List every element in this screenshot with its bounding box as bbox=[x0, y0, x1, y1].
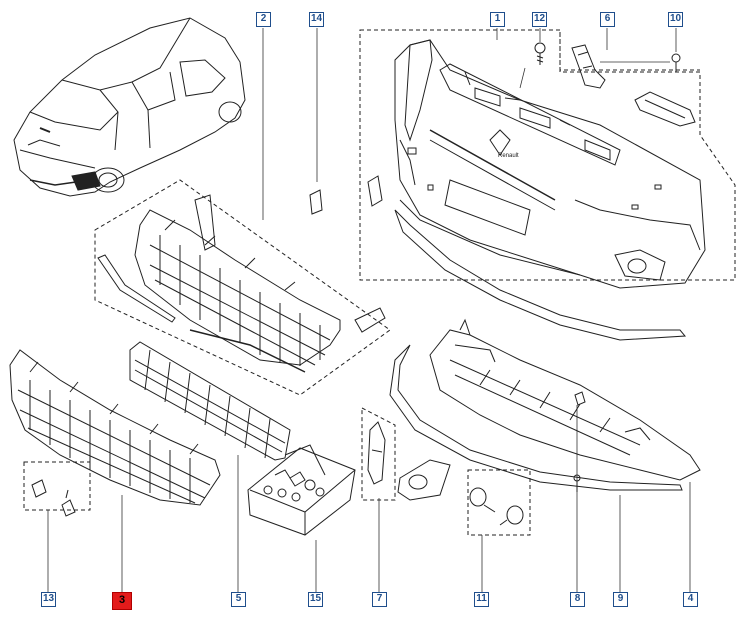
label-7[interactable]: 7 bbox=[372, 592, 387, 607]
clip-part-13 bbox=[31, 479, 76, 517]
mesh-part-5 bbox=[129, 341, 291, 461]
grille-part-3 bbox=[9, 349, 221, 506]
label-11[interactable]: 11 bbox=[474, 592, 489, 607]
part-14 bbox=[309, 189, 323, 215]
car-illustration bbox=[13, 17, 246, 197]
label-5[interactable]: 5 bbox=[231, 592, 246, 607]
label-9[interactable]: 9 bbox=[613, 592, 628, 607]
label-8[interactable]: 8 bbox=[570, 592, 585, 607]
group-outlines bbox=[23, 29, 736, 536]
grille-part-2 bbox=[97, 194, 386, 373]
bezel-part-7 bbox=[367, 421, 451, 501]
label-2[interactable]: 2 bbox=[256, 12, 271, 27]
screw-part-8 bbox=[573, 474, 581, 492]
bumper-text: Renault bbox=[498, 153, 519, 159]
undertray-part-4 bbox=[429, 318, 701, 481]
clip-part-12 bbox=[534, 42, 546, 65]
kit-box-part-15 bbox=[247, 444, 356, 536]
screw-part-10 bbox=[634, 53, 696, 127]
leader-lines bbox=[47, 28, 691, 592]
label-10[interactable]: 10 bbox=[668, 12, 683, 27]
label-4[interactable]: 4 bbox=[683, 592, 698, 607]
small-clip bbox=[367, 175, 383, 207]
label-15[interactable]: 15 bbox=[308, 592, 323, 607]
strip-part-9 bbox=[389, 209, 687, 491]
bracket-part-6 bbox=[571, 44, 606, 89]
label-1[interactable]: 1 bbox=[490, 12, 505, 27]
foglight-part-11 bbox=[469, 487, 524, 526]
label-13[interactable]: 13 bbox=[41, 592, 56, 607]
label-12[interactable]: 12 bbox=[532, 12, 547, 27]
label-6[interactable]: 6 bbox=[600, 12, 615, 27]
bumper-part-1 bbox=[394, 39, 706, 289]
label-3-selected[interactable]: 3 bbox=[112, 592, 132, 610]
label-14[interactable]: 14 bbox=[309, 12, 324, 27]
